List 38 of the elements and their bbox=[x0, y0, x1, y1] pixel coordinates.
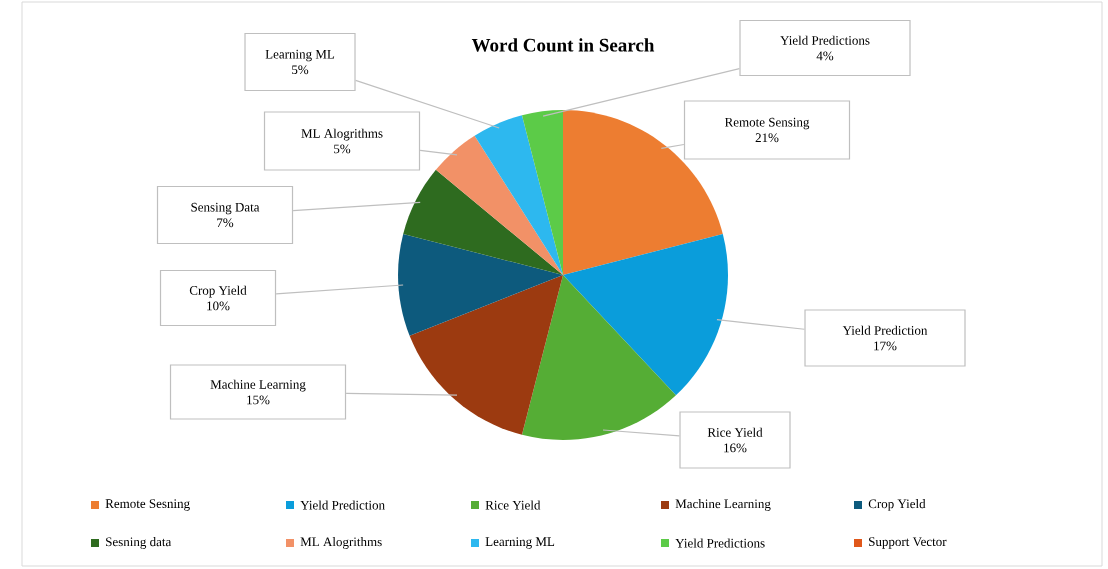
callout-box: Machine Learning 15% bbox=[169, 364, 347, 420]
legend-item: ML Alogrithms bbox=[286, 537, 382, 549]
chart-title: Word Count in Search bbox=[471, 38, 655, 52]
legend-item: Remote Sesning bbox=[91, 499, 190, 511]
legend-item: Learning ML bbox=[471, 537, 555, 549]
legend-item: Machine Learning bbox=[661, 499, 771, 511]
pie-slice bbox=[435, 135, 563, 275]
leader-line bbox=[292, 201, 421, 212]
callout-box: Learning ML 5% bbox=[244, 32, 356, 92]
legend-item: Support Vector bbox=[854, 537, 947, 549]
leader-line bbox=[355, 79, 500, 129]
pie-slice bbox=[522, 275, 676, 440]
callout-box: Rice Yield 16% bbox=[679, 411, 791, 469]
pie-slice bbox=[522, 110, 563, 275]
pie-slice bbox=[563, 233, 728, 396]
legend-item: Crop Yield bbox=[854, 499, 926, 511]
callout-box: Yield Prediction 17% bbox=[804, 309, 966, 367]
leader-line bbox=[660, 143, 685, 150]
legend-item: Rice Yield bbox=[471, 500, 541, 510]
callout-box: Crop Yield 10% bbox=[159, 269, 277, 327]
leader-line bbox=[345, 392, 458, 396]
leader-line bbox=[716, 319, 805, 330]
leader-line bbox=[419, 149, 458, 156]
callout-box: Yield Predictions 4% bbox=[739, 19, 911, 77]
pie-slice bbox=[403, 169, 563, 275]
leader-line bbox=[602, 429, 680, 437]
legend-item: Sesning data bbox=[91, 537, 172, 549]
callout-box: ML Alogrithms 5% bbox=[263, 111, 421, 171]
pie-slice bbox=[474, 115, 563, 275]
pie-slice bbox=[409, 275, 563, 435]
legend-item: Yield Prediction bbox=[286, 500, 385, 510]
pie-slice bbox=[398, 233, 563, 336]
leader-line bbox=[542, 68, 740, 117]
pie-slice bbox=[563, 110, 723, 275]
callout-box: Sensing Data 7% bbox=[156, 185, 294, 245]
legend-item: Yield Predictions bbox=[661, 538, 765, 548]
leader-line bbox=[275, 284, 404, 295]
callout-box: Remote Sensing 21% bbox=[683, 100, 851, 160]
